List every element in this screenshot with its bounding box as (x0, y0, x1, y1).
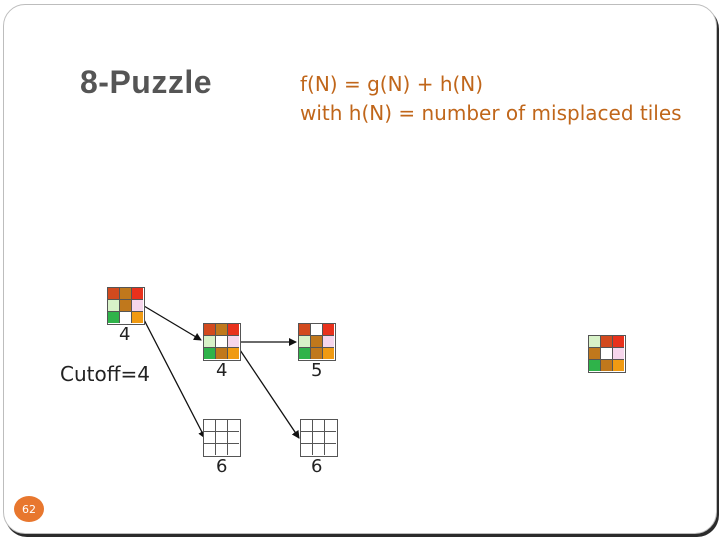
puzzle-tile (311, 336, 323, 348)
puzzle-tile (132, 312, 143, 323)
slide-frame (3, 4, 717, 534)
puzzle-tile (311, 324, 323, 336)
puzzle-tile (228, 336, 239, 348)
puzzle-tile (589, 360, 601, 371)
node-label-child1: 4 (216, 360, 228, 381)
puzzle-tile (216, 336, 228, 348)
formula-line-1: f(N) = g(N) + h(N) (300, 72, 484, 96)
puzzle-node-child2 (203, 419, 241, 457)
puzzle-tile (216, 420, 228, 432)
puzzle-tile (601, 336, 613, 348)
cutoff-label: Cutoff=4 (60, 362, 150, 386)
puzzle-tile (204, 420, 216, 432)
puzzle-tile (216, 444, 228, 455)
puzzle-tile (204, 324, 216, 336)
puzzle-tile (132, 288, 143, 300)
puzzle-tile (299, 348, 311, 359)
edge-child1-grand2 (239, 349, 300, 439)
slide-title: 8-Puzzle (80, 64, 213, 100)
node-label-grand1: 5 (311, 360, 323, 381)
puzzle-tile (323, 336, 334, 348)
edge-root-child2 (139, 311, 206, 439)
puzzle-tile (204, 444, 216, 455)
puzzle-tile (108, 288, 120, 300)
puzzle-tile (204, 432, 216, 444)
puzzle-tile (301, 444, 313, 455)
puzzle-node-grand2 (300, 419, 338, 457)
puzzle-node-root (107, 287, 145, 325)
puzzle-tile (323, 348, 334, 359)
puzzle-tile (120, 312, 132, 323)
puzzle-tile (108, 300, 120, 312)
puzzle-tile (299, 336, 311, 348)
formula-text: f(N) = g(N) + h(N) with h(N) = number of… (300, 70, 682, 128)
puzzle-tile (132, 300, 143, 312)
puzzle-tile (313, 432, 325, 444)
puzzle-tile (228, 324, 239, 336)
puzzle-tile (613, 360, 624, 371)
puzzle-tile (216, 324, 228, 336)
formula-line-2: with h(N) = number of misplaced tiles (300, 101, 682, 125)
puzzle-tile (299, 324, 311, 336)
puzzle-tile (325, 444, 336, 455)
puzzle-tile (228, 348, 239, 359)
puzzle-tile (601, 348, 613, 360)
puzzle-tile (216, 348, 228, 359)
node-label-grand2: 6 (311, 456, 323, 477)
slide-number-badge: 62 (14, 496, 44, 522)
puzzle-tile (325, 432, 336, 444)
puzzle-tile (216, 432, 228, 444)
puzzle-tile (613, 336, 624, 348)
puzzle-tile (120, 300, 132, 312)
puzzle-tile (228, 420, 239, 432)
node-label-child2: 6 (216, 456, 228, 477)
puzzle-tile (313, 444, 325, 455)
puzzle-goal-state (588, 335, 626, 373)
puzzle-tile (204, 336, 216, 348)
puzzle-tile (323, 324, 334, 336)
puzzle-tile (108, 312, 120, 323)
edge-root-child1 (143, 305, 202, 341)
puzzle-tile (601, 360, 613, 371)
puzzle-tile (325, 420, 336, 432)
puzzle-tile (313, 420, 325, 432)
puzzle-tile (120, 288, 132, 300)
node-label-root: 4 (119, 324, 131, 345)
puzzle-tile (301, 432, 313, 444)
puzzle-tile (228, 432, 239, 444)
puzzle-tile (613, 348, 624, 360)
puzzle-node-child1 (203, 323, 241, 361)
puzzle-tile (589, 336, 601, 348)
puzzle-tile (204, 348, 216, 359)
puzzle-tile (311, 348, 323, 359)
puzzle-tile (228, 444, 239, 455)
puzzle-node-grand1 (298, 323, 336, 361)
puzzle-tile (301, 420, 313, 432)
puzzle-tile (589, 348, 601, 360)
